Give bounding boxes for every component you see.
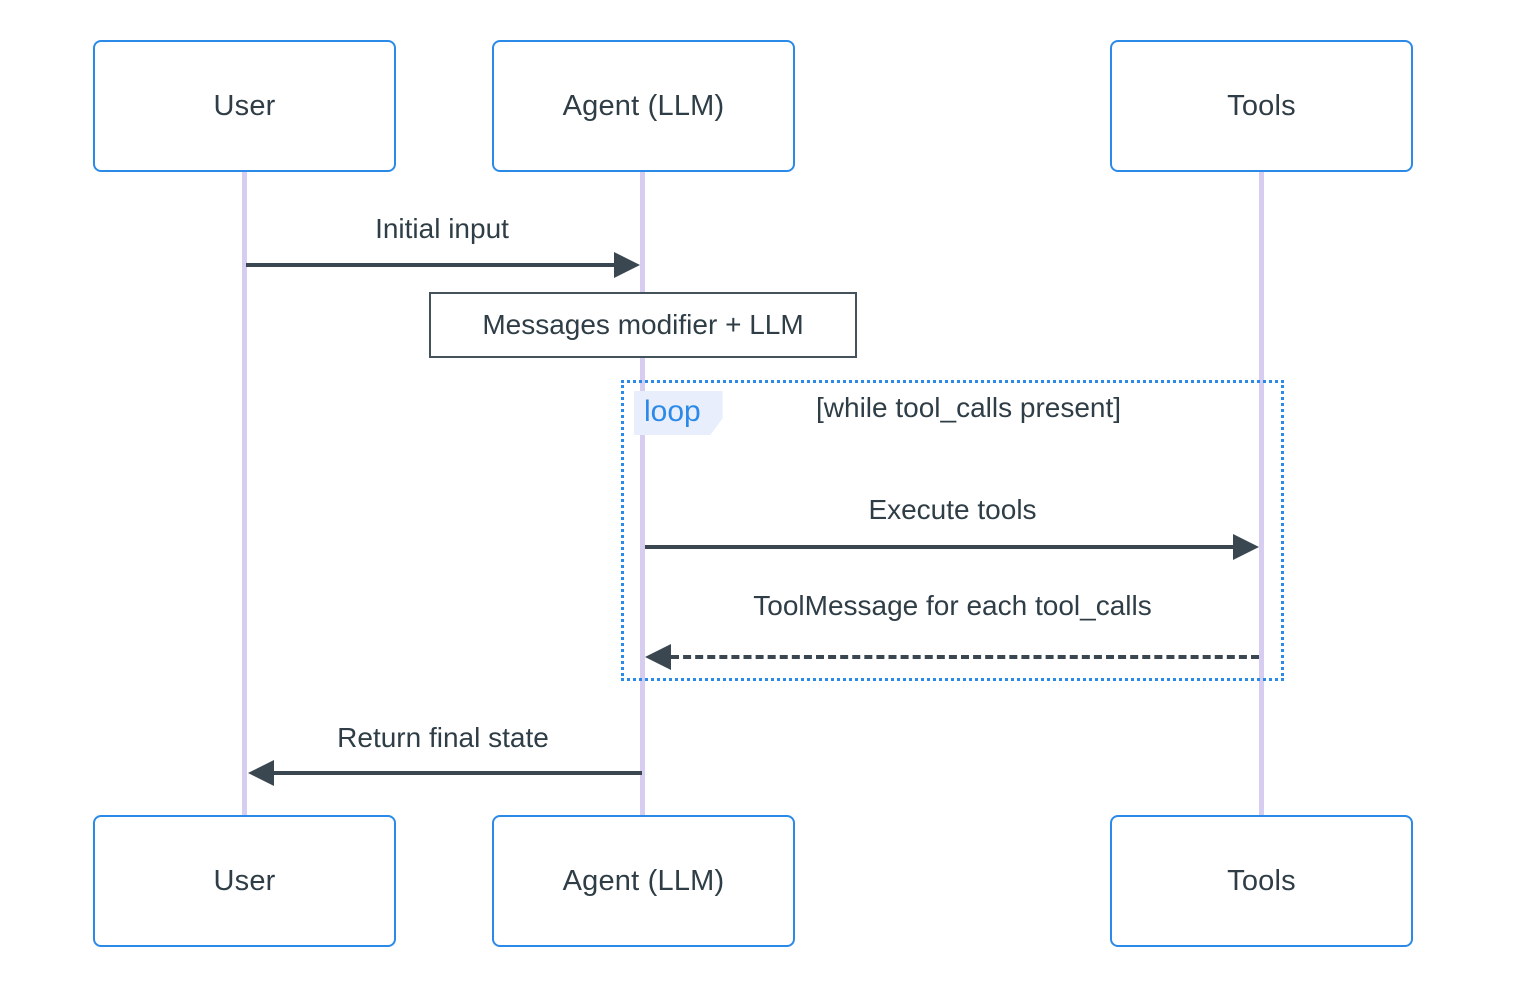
message-label-tool-message: ToolMessage for each tool_calls <box>753 590 1152 621</box>
actor-box-user-bottom[interactable]: User <box>93 815 396 947</box>
actor-label-tools-top: Tools <box>1227 89 1296 122</box>
actor-box-agent-bottom[interactable]: Agent (LLM) <box>492 815 795 947</box>
note-box-messages-modifier[interactable]: Messages modifier + LLM <box>429 292 857 358</box>
lifeline-agent <box>640 172 645 820</box>
actor-box-agent-top[interactable]: Agent (LLM) <box>492 40 795 172</box>
actor-label-agent-bottom: Agent (LLM) <box>562 864 725 897</box>
actor-box-tools-bottom[interactable]: Tools <box>1110 815 1413 947</box>
actor-label-user-bottom: User <box>213 864 276 897</box>
message-arrowhead-execute-tools <box>1233 534 1259 560</box>
loop-fragment-condition: [while tool_calls present] <box>816 392 1122 423</box>
message-line-initial-input <box>246 263 614 267</box>
loop-fragment-tag: loop <box>634 391 723 435</box>
message-line-tool-message <box>671 655 1259 659</box>
note-label-messages-modifier: Messages modifier + LLM <box>482 309 804 340</box>
message-line-return-final-state <box>274 771 642 775</box>
actor-label-agent-top: Agent (LLM) <box>562 89 725 122</box>
loop-fragment-box[interactable] <box>621 380 1284 681</box>
actor-label-user-top: User <box>213 89 276 122</box>
message-arrowhead-initial-input <box>614 252 640 278</box>
message-arrowhead-return-final-state <box>248 760 274 786</box>
message-label-return-final-state: Return final state <box>337 722 549 753</box>
actor-label-tools-bottom: Tools <box>1227 864 1296 897</box>
message-label-execute-tools: Execute tools <box>868 494 1037 525</box>
message-line-execute-tools <box>645 545 1233 549</box>
lifeline-tools <box>1259 172 1264 820</box>
message-arrowhead-tool-message <box>645 644 671 670</box>
lifeline-user <box>242 172 247 820</box>
actor-box-user-top[interactable]: User <box>93 40 396 172</box>
actor-box-tools-top[interactable]: Tools <box>1110 40 1413 172</box>
message-label-initial-input: Initial input <box>375 213 509 244</box>
